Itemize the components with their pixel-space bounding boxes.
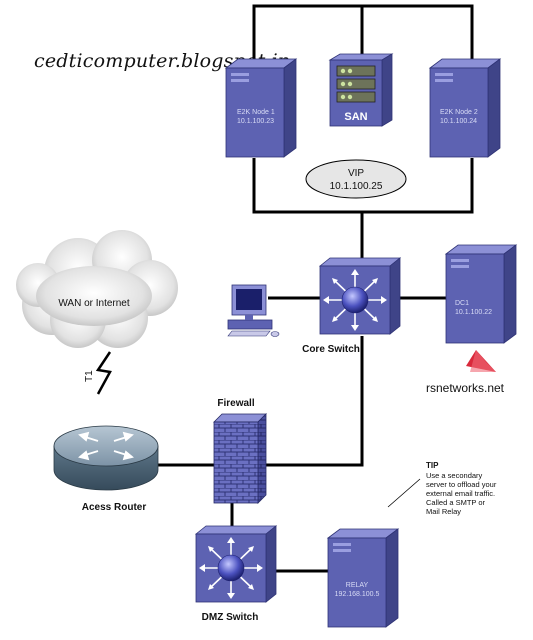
brand-label: rsnetworks.net [426, 381, 505, 395]
access-router: Acess Router [53, 425, 159, 513]
keyboard-icon [227, 330, 271, 337]
router-label: Acess Router [82, 502, 147, 513]
tip-line: Mail Relay [426, 507, 461, 516]
tip-line: Use a secondary [426, 471, 483, 480]
wan-cloud: WAN or Internet [16, 230, 178, 348]
tip-line: server to offload your [426, 480, 497, 489]
drive-bay-icon [336, 78, 376, 90]
server-ip: 10.1.100.24 [440, 118, 477, 125]
t1-link: T1 [84, 351, 112, 395]
server-e2k-node-2: E2K Node 2 10.1.100.24 [428, 58, 502, 158]
blog-watermark: cedticomputer.blogspot.in [34, 50, 291, 72]
server-name: E2K Node 2 [440, 109, 478, 116]
server-ip: 10.1.100.23 [237, 118, 274, 125]
tip-title: TIP [426, 461, 439, 470]
t1-label: T1 [84, 370, 95, 382]
router-arrows-icon [78, 431, 134, 461]
connection-lines [158, 4, 474, 573]
server-name: E2K Node 1 [237, 109, 275, 116]
firewall: Firewall [213, 398, 267, 504]
drive-bay-icon [336, 65, 376, 77]
pc-base [227, 319, 273, 330]
tip-line: external email traffic. [426, 489, 495, 498]
server-dc1: DC1 10.1.100.22 [444, 244, 518, 344]
cloud-label: WAN or Internet [58, 298, 130, 309]
server-ip: 10.1.100.22 [455, 309, 492, 316]
tip-callout: TIP Use a secondary server to offload yo… [426, 461, 497, 516]
vip-ip: 10.1.100.25 [330, 181, 383, 192]
switch-core-sphere [217, 554, 245, 582]
lightning-icon [95, 351, 112, 395]
vip-ellipse: VIP 10.1.100.25 [305, 159, 407, 199]
server-relay: RELAY 192.168.100.5 [326, 528, 400, 628]
brand-mark: rsnetworks.net [426, 350, 505, 395]
drive-bay-icon [336, 91, 376, 103]
core-firewall-line [266, 336, 364, 467]
vip-label: VIP [348, 168, 364, 179]
core-switch-label: Core Switch [302, 344, 360, 355]
dmz-switch-label: DMZ Switch [202, 612, 259, 623]
san-label: SAN [344, 111, 367, 123]
server-name: DC1 [455, 300, 469, 307]
tip-pointer [387, 478, 421, 508]
mouse-icon [270, 331, 280, 337]
dmz-switch: DMZ Switch [194, 525, 278, 623]
core-switch: Core Switch [302, 257, 402, 355]
tip-line: Called a SMTP or [426, 498, 486, 507]
workstation-pc [227, 284, 280, 337]
firewall-label: Firewall [217, 398, 254, 409]
switch-core-sphere [341, 286, 369, 314]
server-ip: 192.168.100.5 [335, 591, 380, 598]
server-e2k-node-1: E2K Node 1 10.1.100.23 [224, 58, 298, 158]
san-storage: SAN [328, 53, 394, 127]
server-name: RELAY [346, 582, 369, 589]
brick-wall-icon [213, 421, 259, 504]
